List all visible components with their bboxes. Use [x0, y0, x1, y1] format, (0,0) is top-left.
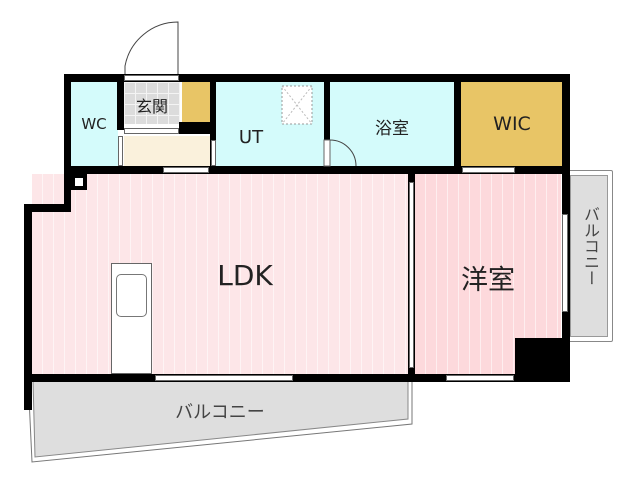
- label-wc: WC: [81, 115, 107, 133]
- window-east: [562, 214, 568, 312]
- room-ldk: [32, 174, 410, 374]
- wall-wc-right: [117, 74, 124, 130]
- room-wic: [461, 82, 562, 166]
- wall-ut-right: [324, 74, 330, 140]
- label-ldk: LDK: [217, 259, 273, 292]
- shoe-cabinet: [182, 82, 210, 122]
- window-ldk-south: [155, 375, 293, 381]
- entrance-step-line: [124, 128, 179, 134]
- opening-wic: [462, 167, 515, 173]
- opening-ldk-hall: [163, 167, 209, 173]
- label-ut: UT: [238, 127, 264, 148]
- balcony-east: [566, 170, 613, 342]
- opening-wc: [118, 136, 123, 166]
- opening-ut: [211, 140, 216, 166]
- hallway: [124, 136, 212, 166]
- room-western: [415, 174, 561, 374]
- room-wc: [70, 82, 118, 166]
- wall-top: [64, 74, 570, 82]
- room-entrance: [124, 82, 180, 124]
- label-balcony-south: バルコニー: [175, 402, 265, 423]
- label-entrance: 玄関: [135, 97, 168, 116]
- pillar-se: [515, 338, 570, 382]
- wall-bath-right: [454, 74, 461, 174]
- label-western-room: 洋室: [461, 265, 515, 296]
- label-wic: WIC: [493, 113, 531, 135]
- pipe-space: [71, 174, 87, 190]
- wall-bottom: [24, 374, 570, 382]
- wall-left-lower: [24, 210, 32, 410]
- kitchen-counter-icon: [111, 263, 152, 374]
- entrance-door-opening: [124, 75, 179, 81]
- room-bathroom: [330, 82, 454, 166]
- wall-entrance-step: [179, 122, 216, 134]
- window-western-south: [446, 375, 514, 381]
- wall-middle-horizontal: [64, 166, 570, 174]
- wall-left-upper: [64, 74, 71, 210]
- sliding-door-partition: [409, 182, 414, 368]
- wall-ut-left: [210, 74, 216, 174]
- wall-left-step: [24, 204, 71, 212]
- label-bathroom: 浴室: [375, 119, 409, 139]
- label-balcony-east: バルコニー: [581, 206, 600, 286]
